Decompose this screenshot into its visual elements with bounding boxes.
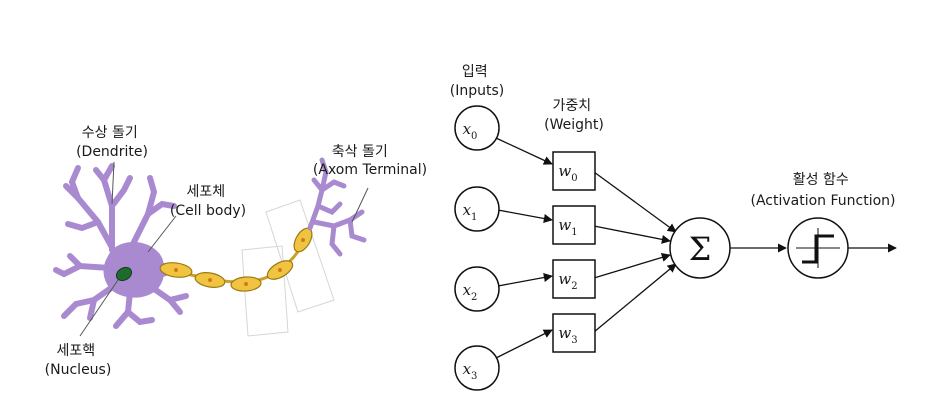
activation-node (787, 217, 849, 279)
svg-text:x0: x0 (463, 120, 478, 142)
inputs-title: 입력 (Inputs) (450, 64, 504, 99)
summation-node: Σ (669, 217, 731, 279)
svg-text:w2: w2 (558, 270, 577, 292)
edge-x3-w3 (495, 329, 553, 359)
weight-box-w0: w0 (552, 151, 596, 191)
nucleus (115, 266, 133, 282)
axon-terminals (307, 157, 367, 257)
edge-x1-w1 (497, 209, 553, 223)
activation-title: 활성 함수 (Activation Function) (750, 172, 895, 209)
svg-text:w1: w1 (558, 216, 577, 238)
label-leaders (79, 161, 369, 337)
weight-box-w2: w2 (552, 259, 596, 299)
svg-text:x1: x1 (463, 201, 478, 223)
sigma-symbol: Σ (689, 230, 712, 268)
svg-text:w0: w0 (558, 162, 577, 184)
svg-text:x2: x2 (463, 281, 478, 303)
edge-w3-sum (593, 263, 677, 333)
svg-text:w3: w3 (558, 324, 577, 346)
weight-box-w1: w1 (552, 205, 596, 245)
weight-box-w3: w3 (552, 313, 596, 353)
dendrite-label: 수상 돌기 (Dendrite) (76, 125, 148, 160)
myelin-dots (174, 238, 305, 286)
neuron-illustration: 수상 돌기 (Dendrite) 세포체 (Cell body) 축삭 돌기 (… (45, 125, 427, 378)
axon-terminal-label: 축삭 돌기 (Axom Terminal) (313, 144, 427, 178)
svg-text:x3: x3 (463, 360, 478, 382)
cell-body-soma (103, 241, 165, 298)
input-node-x3: x3 (454, 345, 500, 391)
nucleus-label: 세포핵 (Nucleus) (45, 343, 112, 378)
edge-w1-sum (593, 225, 671, 244)
weights-title: 가중치 (Weight) (544, 98, 604, 133)
perceptron-diagram: 입력 (Inputs) 가중치 (Weight) 활성 함수 (Activati… (450, 64, 897, 391)
edge-w2-sum (593, 253, 671, 279)
dendrites (53, 163, 189, 329)
axon-guide-outline (241, 199, 335, 337)
input-node-x2: x2 (454, 266, 500, 312)
step-function-icon (796, 228, 840, 268)
edge-x2-w2 (497, 273, 553, 287)
edge-w0-sum (593, 171, 677, 233)
input-node-x1: x1 (454, 186, 500, 232)
input-node-x0: x0 (454, 105, 500, 151)
edge-x0-w0 (495, 137, 553, 165)
cell-body-label: 세포체 (Cell body) (170, 184, 246, 219)
